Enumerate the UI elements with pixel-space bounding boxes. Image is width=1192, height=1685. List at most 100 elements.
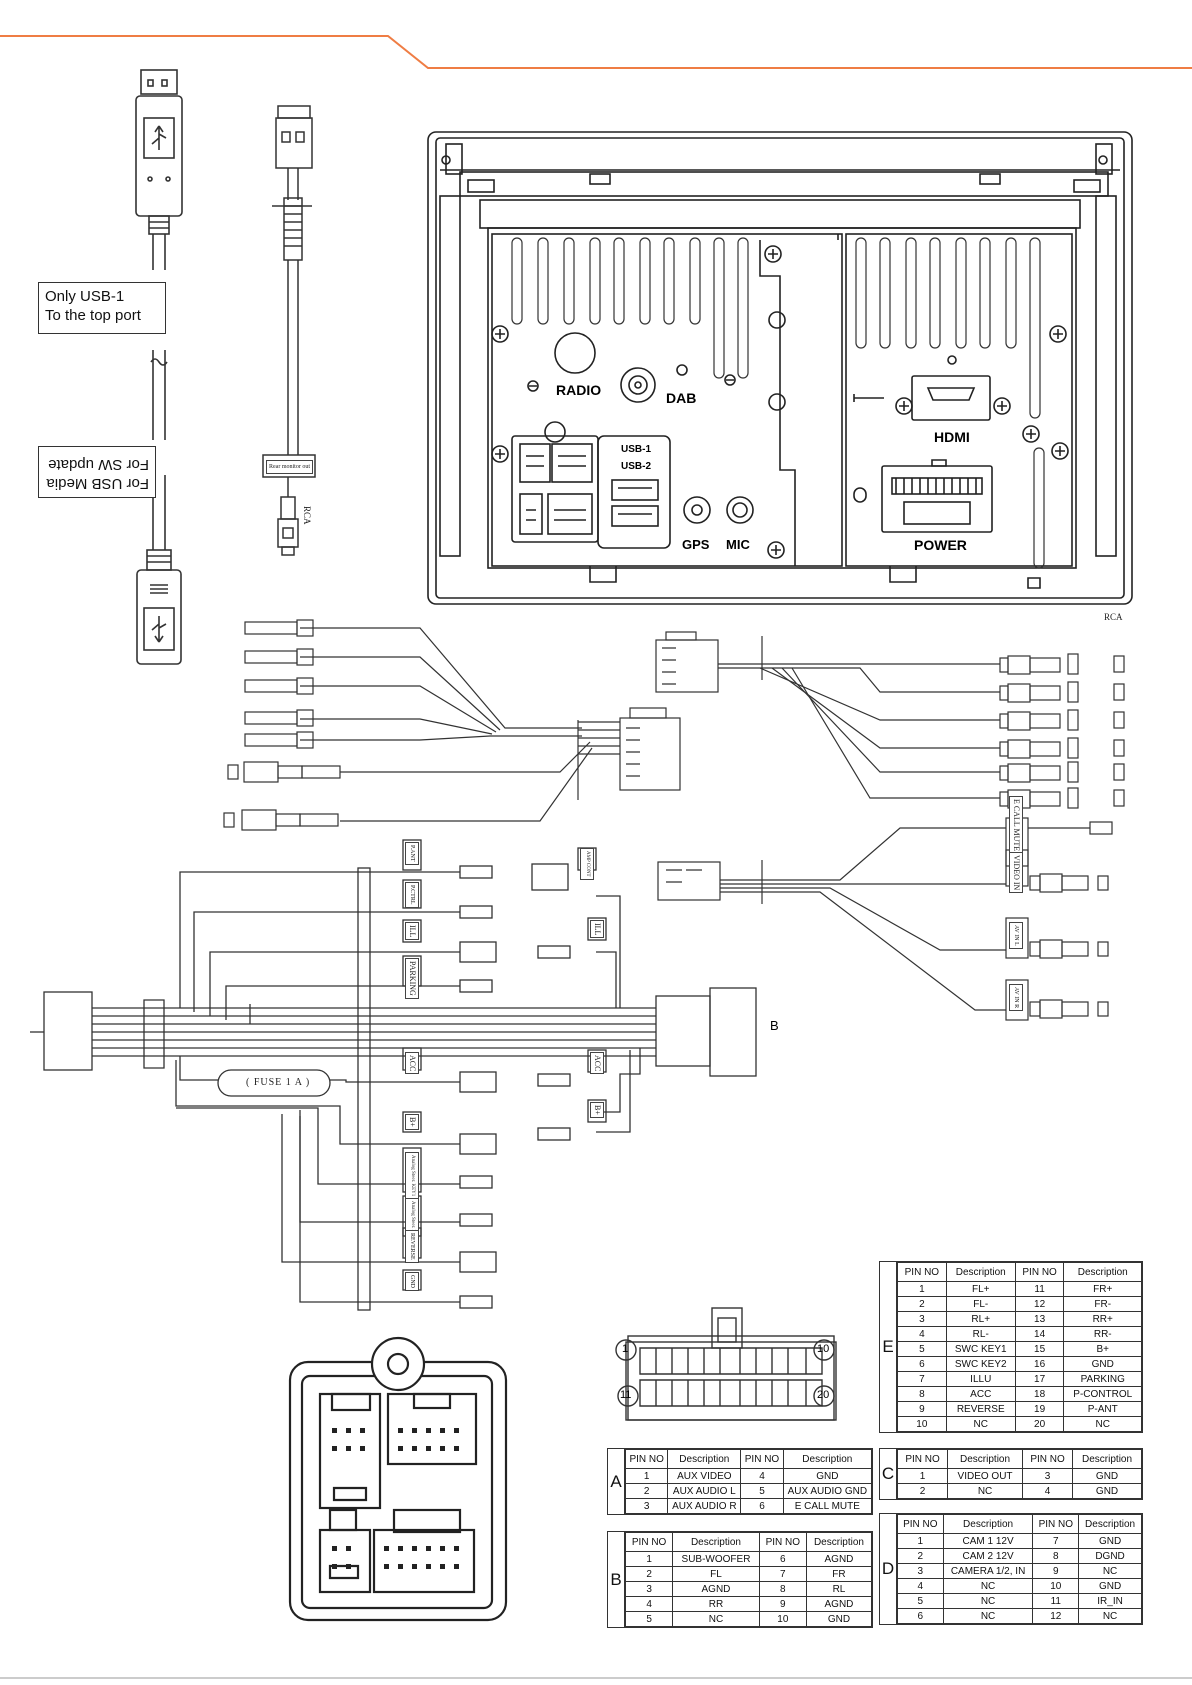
amp-tag: AMP CONT — [580, 848, 594, 880]
table-cell: 7 — [758, 1566, 807, 1582]
table-cell: FR+ — [1063, 1281, 1142, 1297]
table-cell: 9 — [758, 1596, 807, 1612]
table-cell: 6 — [897, 1608, 944, 1624]
column-header: PIN NO — [740, 1449, 784, 1469]
table-cell: 1 — [624, 1468, 669, 1484]
table-cell: 5 — [740, 1483, 784, 1499]
power-pin-20: 20 — [817, 1389, 830, 1401]
table-cell: 1 — [897, 1533, 944, 1549]
rca-harness-b — [655, 631, 1125, 809]
table-cell: 4 — [740, 1468, 784, 1484]
avin-r-tag: AV IN R — [1009, 984, 1023, 1012]
table-cell: RL — [805, 1581, 873, 1597]
table-cell: GND — [1078, 1533, 1142, 1549]
table-cell: 11 — [1032, 1593, 1080, 1609]
table-cell: AUX AUDIO GND — [782, 1483, 873, 1499]
column-header: PIN NO — [1021, 1449, 1074, 1469]
table-cell: RL+ — [945, 1311, 1016, 1327]
table-cell: 6 — [897, 1356, 947, 1372]
b-plus-tag-right: B+ — [590, 1102, 604, 1118]
column-header: Description — [805, 1532, 873, 1552]
head-unit-rear — [427, 131, 1133, 605]
power-connector-closeup — [615, 1307, 837, 1421]
table-cell: 6 — [740, 1498, 784, 1514]
table-cell: 4 — [897, 1578, 944, 1594]
table-cell: 9 — [1032, 1563, 1080, 1579]
table-cell: 4 — [897, 1326, 947, 1342]
usb-media-label: For USB Media For SW update — [38, 446, 156, 498]
column-header: Description — [947, 1449, 1023, 1469]
harness-b-letter: B — [770, 1018, 779, 1033]
table-cell: CAM 1 12V — [942, 1533, 1034, 1549]
table-letter: E — [880, 1262, 897, 1432]
av-connector-pins — [332, 1428, 459, 1569]
table-cell: RR- — [1063, 1326, 1142, 1342]
column-header: Description — [1078, 1514, 1142, 1534]
table-cell: 8 — [758, 1581, 807, 1597]
table-cell: AGND — [805, 1596, 873, 1612]
table-cell: 7 — [897, 1371, 947, 1387]
avin-l-tag: AV IN L — [1009, 922, 1023, 949]
p-ctrl-tag: P.CTRL — [405, 882, 419, 908]
table-cell: 12 — [1032, 1608, 1080, 1624]
usb-media-line-1: For USB Media — [46, 475, 149, 492]
rca-label-rear: RCA — [302, 506, 312, 525]
table-cell: 16 — [1014, 1356, 1065, 1372]
column-header: Description — [667, 1449, 742, 1469]
power-harness-e — [30, 839, 757, 1311]
table-cell: 10 — [758, 1611, 807, 1627]
table-cell: 15 — [1014, 1341, 1065, 1357]
table-cell: FR- — [1063, 1296, 1142, 1312]
table-cell: RL- — [945, 1326, 1016, 1342]
table-cell: 3 — [1021, 1468, 1074, 1484]
usb1-label: USB-1 — [621, 444, 652, 455]
reverse-tag: REVERSE — [405, 1230, 419, 1263]
camera-harness-d — [657, 817, 1113, 1021]
table-cell: NC — [942, 1608, 1034, 1624]
table-cell: RR+ — [1063, 1311, 1142, 1327]
table-cell: DGND — [1078, 1548, 1142, 1564]
table-cell: 5 — [897, 1341, 947, 1357]
usb-cable — [135, 69, 183, 665]
b-plus-tag: B+ — [405, 1114, 419, 1130]
av-harness — [223, 619, 681, 831]
column-header: Description — [1072, 1449, 1142, 1469]
table-cell: AUX VIDEO — [667, 1468, 742, 1484]
table-cell: 5 — [624, 1611, 674, 1627]
table-letter: D — [880, 1514, 897, 1624]
table-cell: 3 — [624, 1581, 674, 1597]
mic-label: MIC — [726, 537, 750, 552]
table-cell: NC — [947, 1483, 1023, 1499]
column-header: PIN NO — [624, 1532, 674, 1552]
steer1-tag: Analog Steer. KEY1 — [405, 1152, 419, 1200]
table-cell: 8 — [1032, 1548, 1080, 1564]
fuse-label: ( FUSE 1 A ) — [246, 1077, 311, 1088]
table-cell: FL — [672, 1566, 760, 1582]
table-letter: A — [608, 1449, 625, 1514]
acc-tag-top: ACC — [405, 1052, 419, 1075]
table-cell: E CALL MUTE — [782, 1498, 873, 1514]
p-ant-tag: P.ANT — [405, 842, 419, 865]
table-cell: NC — [1078, 1563, 1142, 1579]
table-cell: 2 — [897, 1296, 947, 1312]
hdmi-label: HDMI — [934, 429, 970, 445]
table-cell: 4 — [624, 1596, 674, 1612]
table-cell: 2 — [896, 1483, 949, 1499]
rear-monitor-tag: Rear monitor out — [266, 460, 313, 474]
